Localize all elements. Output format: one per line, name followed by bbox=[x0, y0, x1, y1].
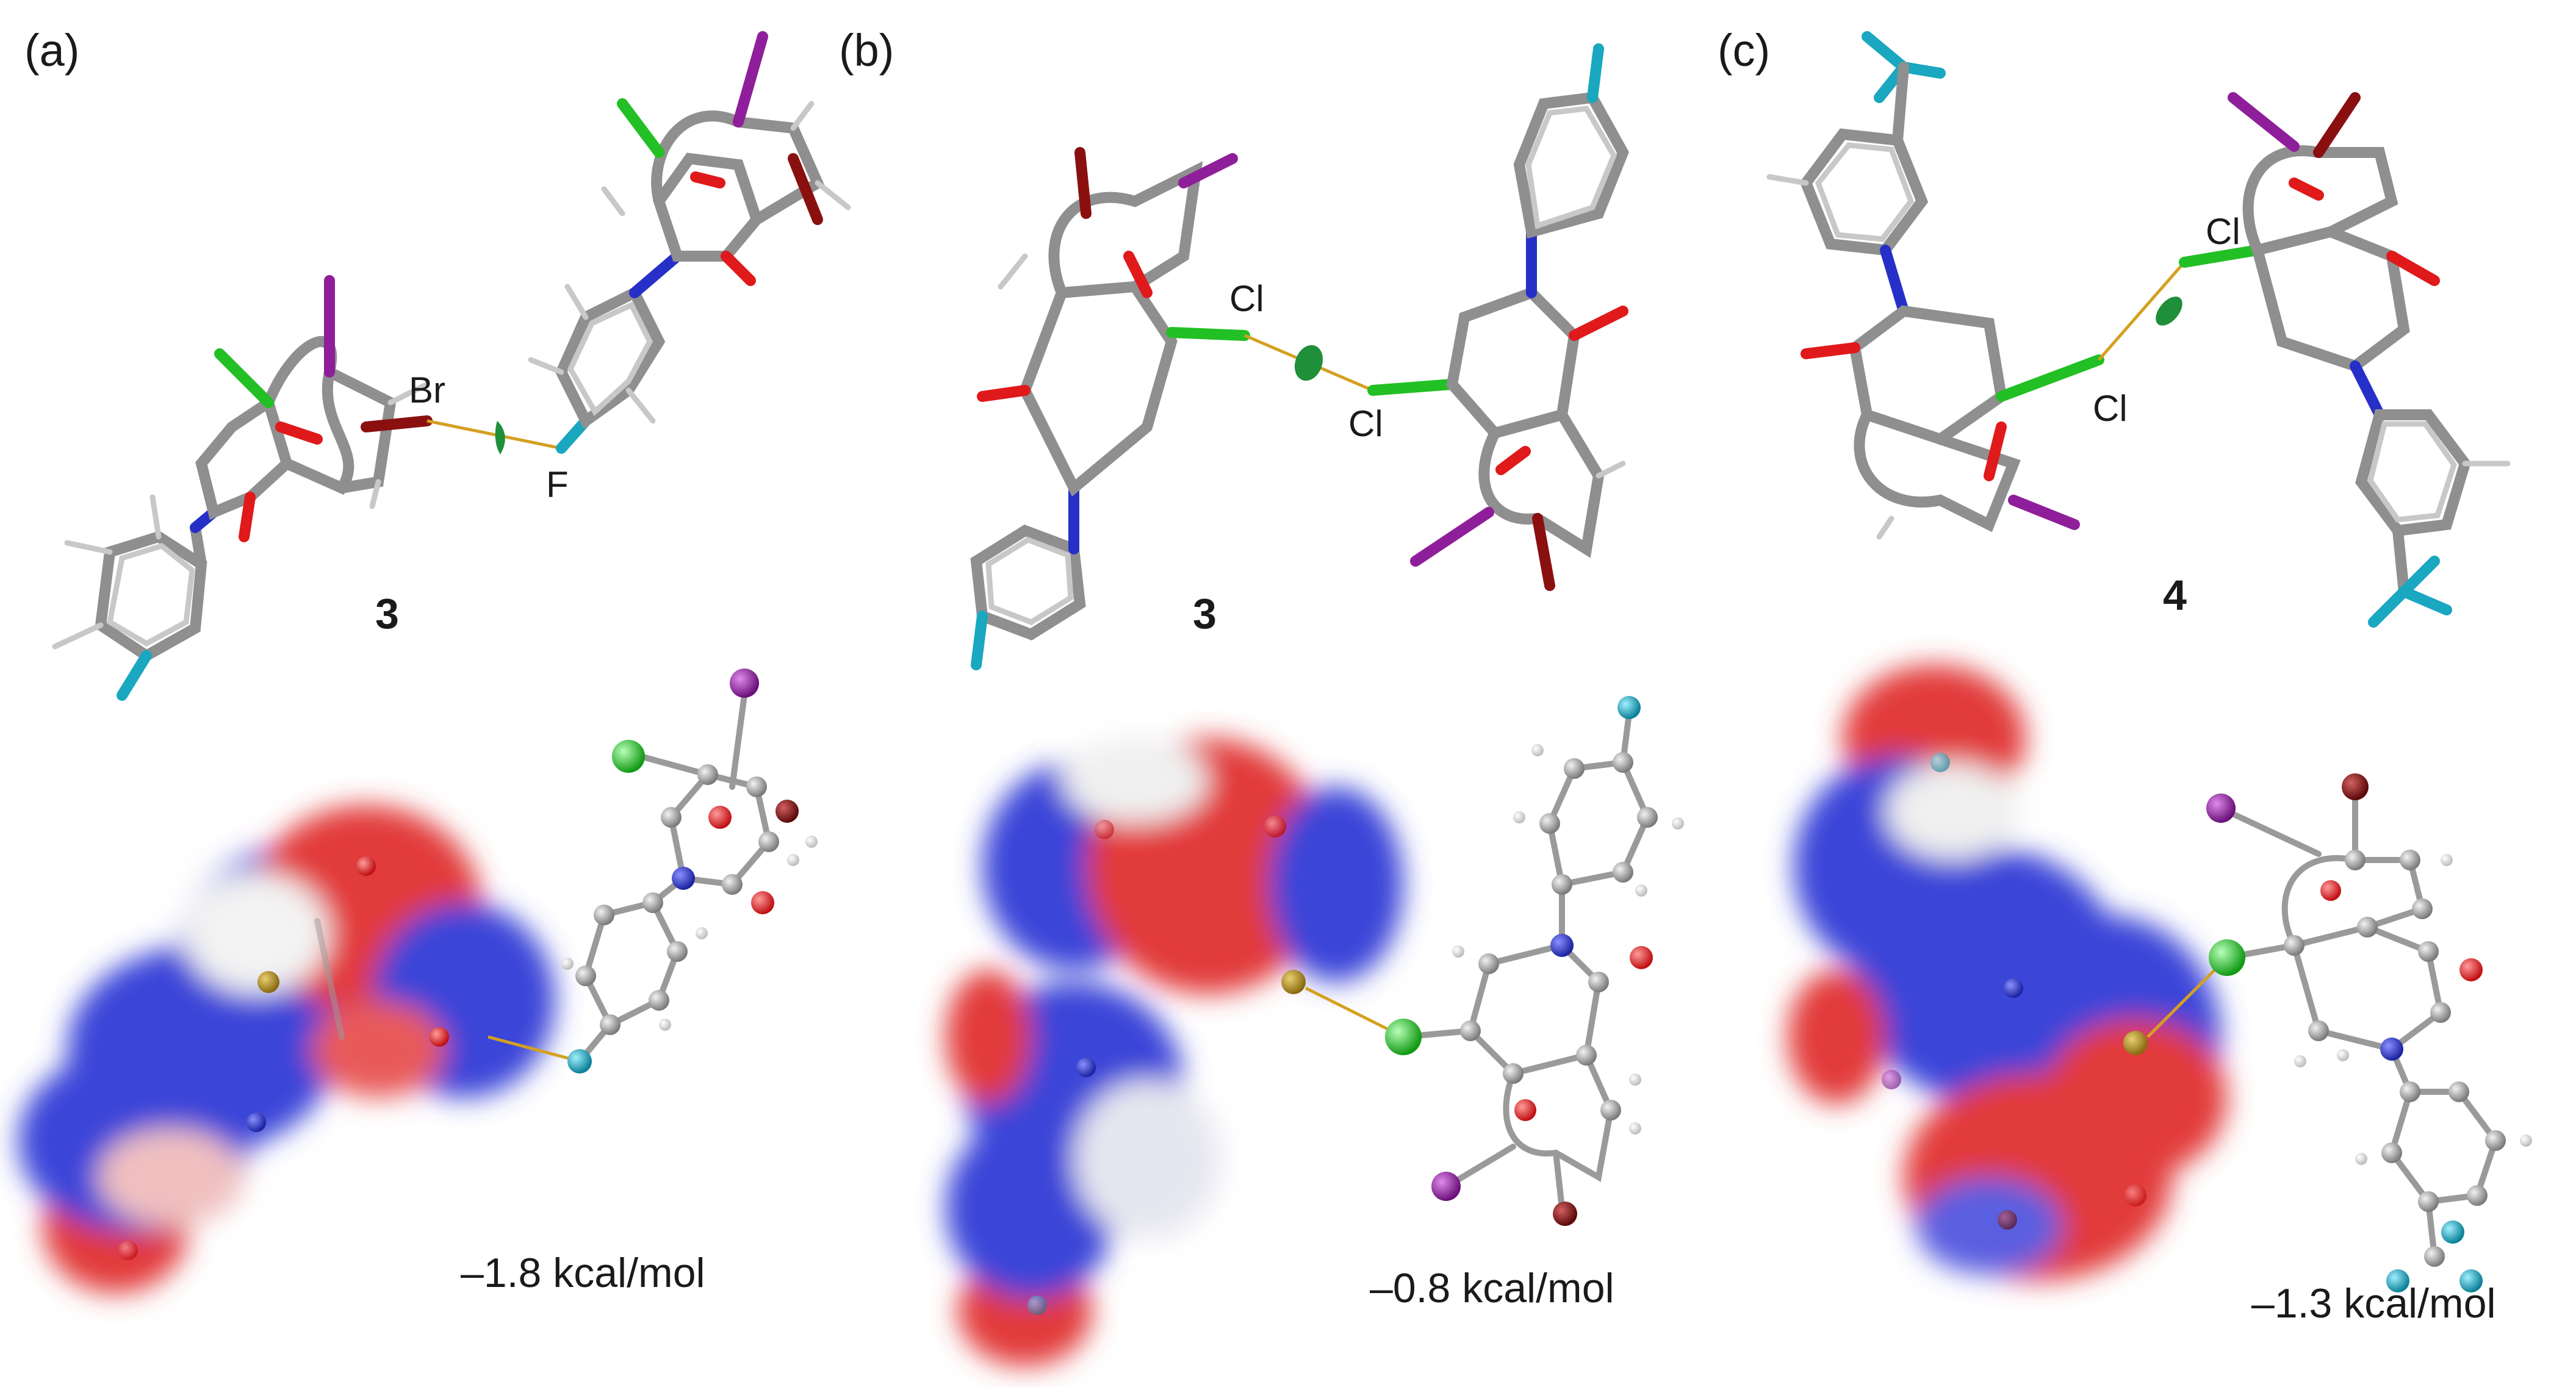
panel-b-energy: –0.8 kcal/mol bbox=[1370, 1265, 1614, 1311]
panel-a-esp-surface bbox=[18, 805, 555, 1293]
panel-c-atom-label-1: Cl bbox=[2206, 211, 2240, 252]
panel-b-atom-label-1: Cl bbox=[1229, 278, 1264, 319]
panel-b-esp-surface bbox=[946, 738, 1403, 1366]
panel-a: (a) bbox=[18, 25, 851, 1296]
panel-b-letter: (b) bbox=[839, 25, 894, 76]
panel-c-letter: (c) bbox=[1718, 25, 1770, 76]
panel-c-atom-label-2: Cl bbox=[2093, 388, 2128, 429]
panel-b: (b) bbox=[839, 25, 1684, 1366]
panel-b-compound-number: 3 bbox=[1193, 590, 1217, 637]
panel-c-ball-stick-model bbox=[2146, 773, 2532, 1292]
panel-a-letter: (a) bbox=[24, 25, 79, 76]
panel-a-energy: –1.8 kcal/mol bbox=[461, 1250, 705, 1296]
panel-c: (c) bbox=[1718, 25, 2532, 1327]
panel-c-stick-model bbox=[1766, 31, 2511, 628]
panel-a-ball-stick-model bbox=[487, 668, 818, 1073]
panel-a-stick-model bbox=[52, 31, 851, 701]
panel-a-atom-label-2: F bbox=[546, 464, 569, 505]
panel-c-energy: –1.3 kcal/mol bbox=[2251, 1280, 2496, 1327]
panel-c-esp-surface bbox=[1788, 665, 2227, 1281]
panel-a-compound-number: 3 bbox=[375, 590, 399, 637]
panel-c-compound-number: 4 bbox=[2163, 572, 2187, 619]
panel-b-stick-model bbox=[970, 43, 1629, 670]
panel-b-ball-stick-model bbox=[1304, 696, 1684, 1226]
panel-a-atom-label-1: Br bbox=[409, 370, 445, 410]
panel-b-atom-label-2: Cl bbox=[1348, 403, 1383, 444]
